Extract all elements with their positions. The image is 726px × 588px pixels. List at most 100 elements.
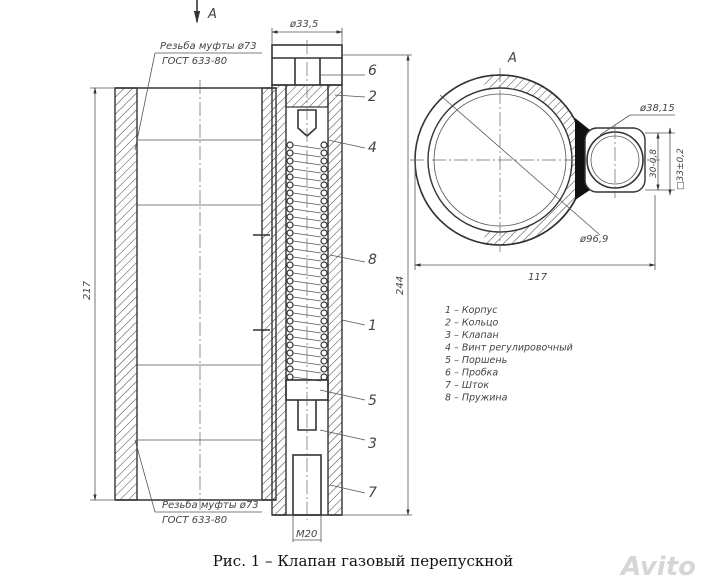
legend-item: 3 – Клапан [445, 330, 499, 341]
callout-5: 5 [368, 393, 377, 409]
spring-coil [286, 205, 294, 213]
spring-coil [286, 333, 294, 341]
spring-coil-line [292, 344, 322, 350]
spring-coil [286, 165, 294, 173]
spring-coil [286, 317, 294, 325]
spring-coil [286, 229, 294, 237]
spring-coil [320, 309, 328, 317]
view-label: A [207, 7, 217, 22]
spring-coil [286, 149, 294, 157]
spring-coil [286, 357, 294, 365]
spring-coil [320, 349, 328, 357]
spring-coil [320, 205, 328, 213]
spring-coil-line [292, 272, 322, 278]
spring-coil [320, 213, 328, 221]
callout-7: 7 [368, 485, 377, 501]
legend-item: 2 – Кольцо [445, 318, 499, 329]
spring-coil [320, 197, 328, 205]
spring-coil [286, 285, 294, 293]
spring-coil [320, 285, 328, 293]
spring-coil [286, 341, 294, 349]
watermark: Avito [621, 552, 696, 582]
spring-coil [320, 149, 328, 157]
spring-coil [286, 277, 294, 285]
spring-coil [320, 341, 328, 349]
spring-coil-line [292, 256, 322, 262]
spring-coil [286, 141, 294, 149]
spring-coil [286, 365, 294, 373]
spring-coil [320, 269, 328, 277]
thread-bottom-label: Резьба муфты ø73 [162, 499, 259, 511]
dim-boss-diameter: ø38,15 [639, 103, 675, 114]
spring-coil [286, 157, 294, 165]
callout-8: 8 [368, 252, 377, 268]
spring-coil [320, 189, 328, 197]
callout-6: 6 [368, 63, 377, 79]
legend-item: 8 – Пружина [445, 393, 508, 404]
legend-item: 4 – Винт регулировочный [445, 343, 573, 354]
thread-top-gost: ГОСТ 633-80 [162, 56, 227, 67]
spring-coil [320, 253, 328, 261]
spring-coil [286, 189, 294, 197]
spring-coil [320, 237, 328, 245]
legend-item: 6 – Пробка [445, 368, 498, 379]
spring-coil [286, 373, 294, 381]
spring-coil [286, 245, 294, 253]
figure-caption: Рис. 1 – Клапан газовый перепускной [212, 552, 514, 570]
spring-coil [286, 173, 294, 181]
spring-coil [320, 333, 328, 341]
spring-coil [320, 261, 328, 269]
spring-coil [286, 301, 294, 309]
spring-coil [320, 365, 328, 373]
spring-coil [320, 277, 328, 285]
spring-coil [320, 301, 328, 309]
callout-4: 4 [368, 140, 377, 156]
dim-width: 117 [528, 272, 548, 283]
callout-2: 2 [368, 89, 377, 105]
coupling-section [114, 80, 277, 510]
spring-coil [320, 357, 328, 365]
spring-coil [286, 269, 294, 277]
dim-boss-height: 30-0,8 [649, 149, 659, 178]
spring-coil [286, 325, 294, 333]
callout-3: 3 [368, 436, 377, 452]
legend-item: 5 – Поршень [445, 355, 507, 366]
spring-coil-line [292, 360, 322, 366]
spring-coil [320, 165, 328, 173]
spring-coil [320, 373, 328, 381]
callout-1: 1 [368, 318, 377, 334]
dim-valve-length: 244 [395, 276, 406, 295]
spring-coil [320, 325, 328, 333]
spring-coil [320, 221, 328, 229]
spring-coil [320, 317, 328, 325]
dim-body-diameter: ø33,5 [289, 19, 318, 30]
spring-coil [320, 181, 328, 189]
spring-coil [286, 221, 294, 229]
view-arrow-a: A [193, 0, 217, 24]
spring-coil [286, 253, 294, 261]
legend-item: 1 – Корпус [445, 305, 498, 316]
legend-item: 7 – Шток [445, 380, 489, 391]
dimensions-main: ø33,5 217 244 М20 Резьба муфты ø73 ГОСТ … [82, 19, 412, 542]
view-a: A ø96,9 ø38,15 30-0,8 □33±0,2 117 [410, 51, 686, 283]
spring-coil [286, 197, 294, 205]
part-callouts: 6 2 4 8 1 5 3 7 [319, 63, 377, 501]
valve-body-section [271, 40, 343, 520]
spring-coil [320, 157, 328, 165]
spring-coil [286, 181, 294, 189]
spring-coil [320, 293, 328, 301]
spring-coil [286, 309, 294, 317]
spring-coil [286, 237, 294, 245]
thread-bottom-gost: ГОСТ 633-80 [162, 515, 227, 526]
dim-ring-diameter: ø96,9 [579, 234, 608, 245]
spring-coil-line [292, 168, 322, 174]
spring-coil [320, 245, 328, 253]
spring-coil [286, 213, 294, 221]
spring-coil [320, 173, 328, 181]
spring-coil-line [292, 184, 322, 190]
spring-coil [286, 293, 294, 301]
dim-square: □33±0,2 [676, 148, 686, 190]
dim-pipe-length: 217 [82, 280, 93, 300]
